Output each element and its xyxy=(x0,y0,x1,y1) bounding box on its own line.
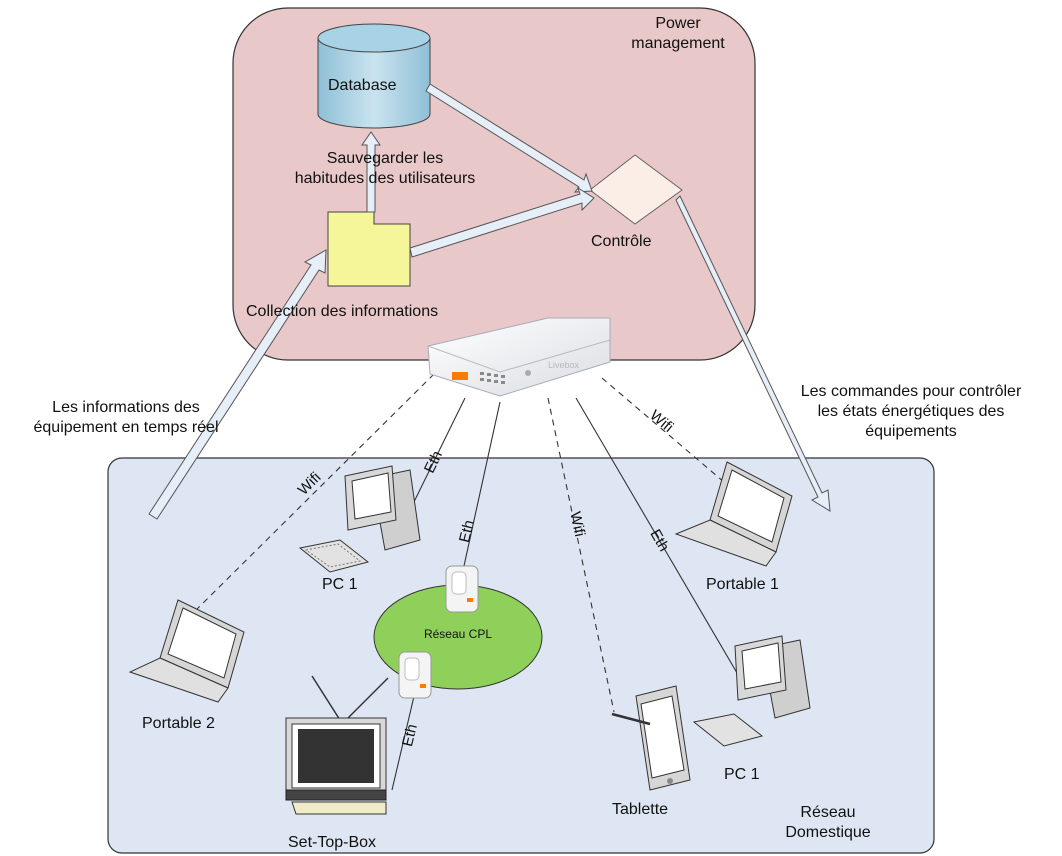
device-label-pc1-left: PC 1 xyxy=(322,576,358,593)
database-label: Database xyxy=(328,77,397,94)
home-network-title: Réseau Domestique xyxy=(785,804,871,841)
device-label-settopbox: Set-Top-Box xyxy=(288,834,377,851)
cpl-network-label: Réseau CPL xyxy=(423,627,493,641)
link-eth-settopbox xyxy=(391,691,416,791)
tv-settopbox-icon xyxy=(285,675,389,815)
cpl-plug-icon xyxy=(445,565,479,613)
device-label-portable1: Portable 1 xyxy=(706,576,779,593)
link-eth-pc1 xyxy=(409,397,466,511)
collection-label: Collection des informations xyxy=(246,303,439,320)
control-label: Contrôle xyxy=(591,233,652,250)
desktop-pc-icon xyxy=(692,635,811,747)
cpl-plug-icon xyxy=(398,651,432,699)
device-label-pc1-right: PC 1 xyxy=(724,766,760,783)
link-eth-pc1-right xyxy=(575,397,748,691)
laptop-icon xyxy=(674,461,793,567)
link-wifi-portable2 xyxy=(191,373,435,615)
arrow-commands xyxy=(675,195,831,512)
link-wifi-tablette xyxy=(547,397,615,713)
arrow-realtime-info xyxy=(148,249,327,520)
tablet-icon xyxy=(611,685,691,791)
power-management-title: Power management xyxy=(631,15,725,52)
link-eth-cpl xyxy=(461,401,501,576)
link-wifi-portable1 xyxy=(601,377,725,483)
gateway-icon xyxy=(427,317,611,397)
device-label-tablette: Tablette xyxy=(612,801,669,818)
arrow-collection-to-control xyxy=(409,186,595,258)
realtime-info-annotation: Les informations des équipement en temps… xyxy=(33,399,219,436)
desktop-pc-icon xyxy=(298,465,421,573)
save-habits-label: Sauvegarder les habitudes des utilisateu… xyxy=(294,150,476,187)
control-diamond xyxy=(589,154,683,225)
device-label-portable2: Portable 2 xyxy=(142,715,215,732)
database-icon xyxy=(317,23,431,129)
arrow-collection-to-database xyxy=(361,131,381,213)
laptop-icon xyxy=(128,599,245,703)
commands-annotation: Les commandes pour contrôler les états é… xyxy=(800,383,1022,440)
gateway-brand-label: Livebox xyxy=(548,360,580,370)
